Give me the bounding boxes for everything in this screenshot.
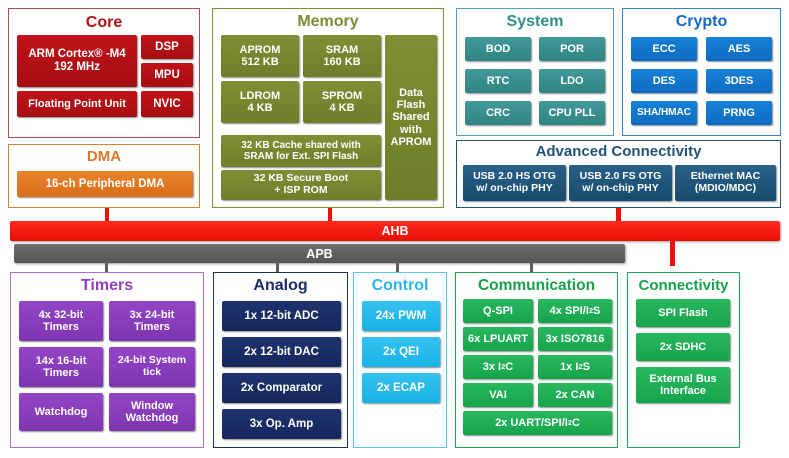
panel-system: System BOD POR RTC LDO CRC CPU PLL bbox=[456, 8, 614, 136]
panel-title-crypto: Crypto bbox=[675, 13, 728, 30]
block-adc: 1x 12-bit ADC bbox=[222, 301, 341, 331]
bus-ahb: AHB bbox=[10, 221, 780, 241]
block-spi-flash: SPI Flash bbox=[636, 299, 730, 327]
block-ecap: 2x ECAP bbox=[362, 373, 440, 403]
block-aes: AES bbox=[706, 37, 772, 61]
block-comparator: 2x Comparator bbox=[222, 373, 341, 403]
block-crc: CRC bbox=[465, 101, 531, 125]
block-op-amp: 3x Op. Amp bbox=[222, 409, 341, 439]
block-peripheral-dma: 16-ch Peripheral DMA bbox=[17, 171, 193, 197]
panel-title-control: Control bbox=[371, 277, 429, 294]
bus-apb: APB bbox=[14, 244, 625, 263]
block-floating-point-unit: Floating Point Unit bbox=[17, 91, 137, 117]
connector-apb-to-timers bbox=[105, 262, 108, 274]
block-vai: VAI bbox=[463, 383, 533, 407]
block-mpu: MPU bbox=[141, 63, 193, 87]
block-nvic: NVIC bbox=[141, 91, 193, 117]
block-ldo: LDO bbox=[539, 69, 605, 93]
connector-advanced-connectivity-to-ahb bbox=[616, 208, 621, 222]
panel-title-memory: Memory bbox=[297, 13, 359, 30]
block-secure-boot-isp-rom: 32 KB Secure Boot+ ISP ROM bbox=[221, 170, 381, 200]
block-watchdog: Watchdog bbox=[19, 393, 103, 431]
block-des: DES bbox=[631, 69, 697, 93]
block-ethernet-mac: Ethernet MAC(MDIO/MDC) bbox=[675, 165, 776, 201]
block-cpu-pll: CPU PLL bbox=[539, 101, 605, 125]
block-6x-lpuart: 6x LPUART bbox=[463, 327, 533, 351]
panel-title-communication: Communication bbox=[477, 277, 596, 294]
connector-apb-to-analog bbox=[276, 262, 279, 274]
panel-title-analog: Analog bbox=[253, 277, 308, 294]
block-prng: PRNG bbox=[706, 101, 772, 125]
block-sha-hmac: SHA/HMAC bbox=[631, 101, 697, 125]
panel-crypto: Crypto ECC AES DES 3DES SHA/HMAC PRNG bbox=[622, 8, 781, 136]
block-ecc: ECC bbox=[631, 37, 697, 61]
connector-apb-to-communication bbox=[530, 262, 533, 274]
panel-control: Control 24x PWM 2x QEI 2x ECAP bbox=[353, 272, 447, 448]
panel-title-advanced-connectivity: Advanced Connectivity bbox=[535, 143, 702, 160]
block-qspi: Q-SPI bbox=[463, 299, 533, 323]
panel-title-timers: Timers bbox=[80, 277, 134, 294]
panel-title-connectivity: Connectivity bbox=[638, 277, 729, 294]
block-qei: 2x QEI bbox=[362, 337, 440, 367]
block-por: POR bbox=[539, 37, 605, 61]
connector-memory-to-ahb bbox=[328, 208, 332, 222]
block-3des: 3DES bbox=[706, 69, 772, 93]
connector-dma-to-ahb bbox=[105, 208, 109, 222]
block-pwm: 24x PWM bbox=[362, 301, 440, 331]
panel-title-dma: DMA bbox=[86, 148, 122, 165]
block-2x-can: 2x CAN bbox=[538, 383, 612, 407]
connector-apb-to-control bbox=[396, 262, 399, 274]
block-2x-sdhc: 2x SDHC bbox=[636, 333, 730, 361]
block-3x-iso7816: 3x ISO7816 bbox=[538, 327, 612, 351]
panel-title-system: System bbox=[506, 13, 564, 30]
block-rtc: RTC bbox=[465, 69, 531, 93]
connector-ahb-to-connectivity bbox=[670, 238, 675, 266]
block-dsp: DSP bbox=[141, 35, 193, 59]
panel-connectivity: Connectivity SPI Flash 2x SDHC External … bbox=[627, 272, 740, 448]
block-dac: 2x 12-bit DAC bbox=[222, 337, 341, 367]
panel-title-core: Core bbox=[85, 14, 123, 31]
panel-analog: Analog 1x 12-bit ADC 2x 12-bit DAC 2x Co… bbox=[213, 272, 348, 448]
panel-dma: DMA 16-ch Peripheral DMA bbox=[8, 144, 200, 208]
block-bod: BOD bbox=[465, 37, 531, 61]
